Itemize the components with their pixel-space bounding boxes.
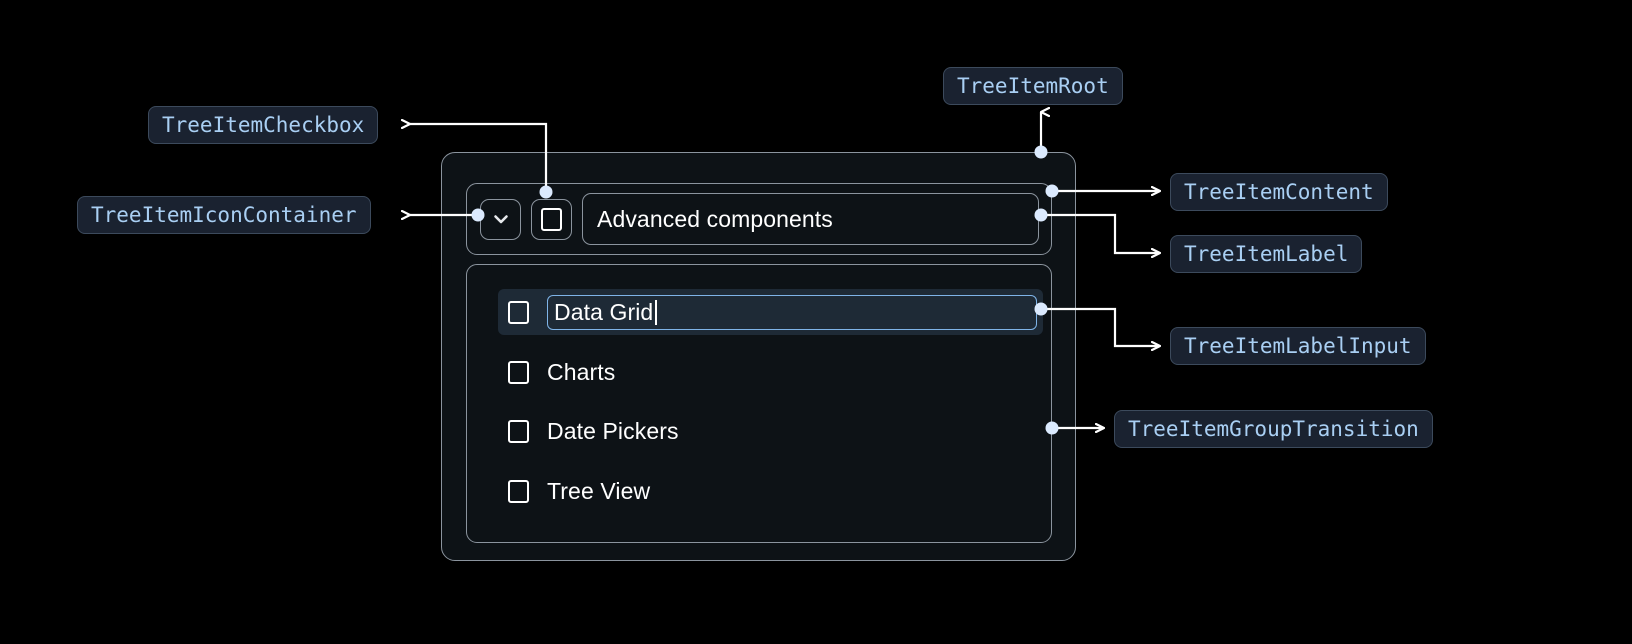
tree-item-label-input-value: Data Grid bbox=[554, 298, 654, 325]
annotation-tree-item-group-transition: TreeItemGroupTransition bbox=[1114, 410, 1433, 448]
annotation-label: TreeItemLabel bbox=[1184, 241, 1349, 266]
tree-item-label[interactable]: Advanced components bbox=[582, 193, 1039, 245]
text-caret bbox=[655, 299, 657, 325]
annotation-label: TreeItemGroupTransition bbox=[1128, 416, 1419, 441]
annotation-label: TreeItemContent bbox=[1184, 179, 1374, 204]
chevron-down-icon bbox=[489, 207, 513, 231]
tree-item-child-data-grid[interactable]: Data Grid bbox=[498, 289, 1043, 335]
annotation-label: TreeItemCheckbox bbox=[162, 112, 365, 137]
tree-item-child-tree-view[interactable]: Tree View bbox=[498, 468, 1043, 514]
checkbox-icon[interactable] bbox=[508, 419, 529, 443]
annotation-label: TreeItemRoot bbox=[957, 73, 1109, 98]
annotation-label: TreeItemLabelInput bbox=[1184, 333, 1412, 358]
annotation-tree-item-checkbox: TreeItemCheckbox bbox=[148, 106, 379, 144]
annotation-tree-item-label-input: TreeItemLabelInput bbox=[1170, 327, 1426, 365]
annotation-tree-item-icon-container: TreeItemIconContainer bbox=[77, 196, 371, 234]
checkbox-icon[interactable] bbox=[508, 300, 529, 324]
checkbox-icon[interactable] bbox=[508, 479, 529, 503]
tree-item-content[interactable]: Advanced components bbox=[466, 183, 1052, 255]
tree-item-checkbox[interactable] bbox=[531, 198, 572, 240]
tree-item-label-text: Tree View bbox=[547, 477, 651, 504]
annotation-tree-item-content: TreeItemContent bbox=[1170, 173, 1388, 211]
tree-item-label-text: Advanced components bbox=[597, 205, 833, 232]
tree-item-group-transition: Data Grid Charts Date Pickers Tree View bbox=[466, 264, 1052, 543]
tree-item-child-charts[interactable]: Charts bbox=[498, 349, 1043, 395]
tree-item-root[interactable]: Advanced components Data Grid Charts Dat… bbox=[441, 152, 1076, 561]
tree-item-icon-container[interactable] bbox=[480, 198, 521, 240]
tree-item-child-date-pickers[interactable]: Date Pickers bbox=[498, 408, 1043, 454]
annotation-label: TreeItemIconContainer bbox=[91, 202, 357, 227]
tree-item-label-text: Charts bbox=[547, 358, 616, 385]
tree-item-label-text: Date Pickers bbox=[547, 417, 679, 444]
checkbox-icon bbox=[541, 207, 562, 231]
checkbox-icon[interactable] bbox=[508, 360, 529, 384]
annotation-tree-item-label: TreeItemLabel bbox=[1170, 235, 1363, 273]
annotation-tree-item-root: TreeItemRoot bbox=[943, 67, 1123, 105]
tree-item-label-input[interactable]: Data Grid bbox=[547, 294, 1037, 330]
